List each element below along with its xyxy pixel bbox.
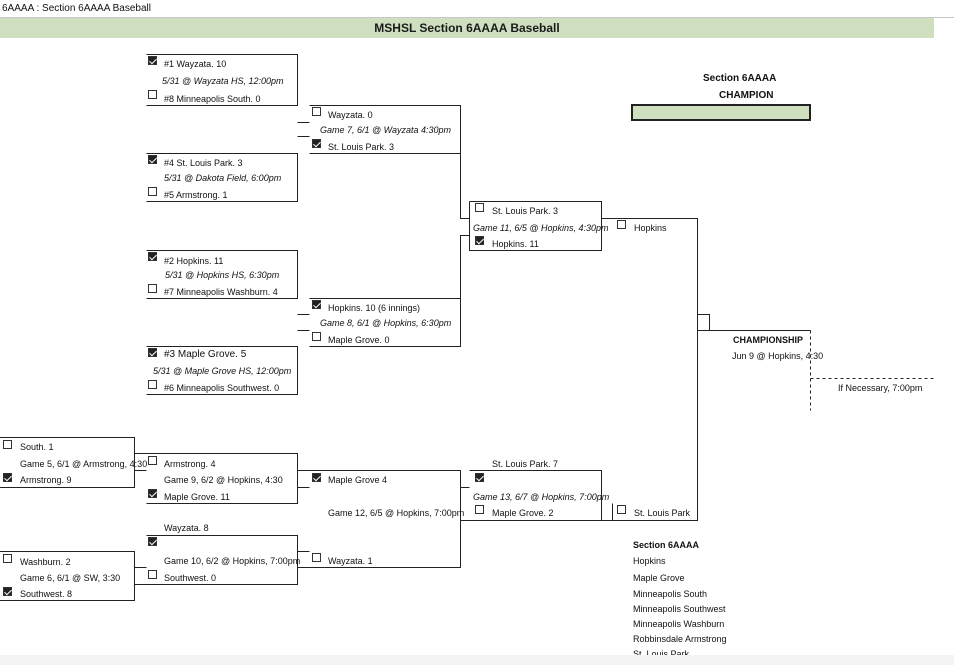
checkbox-winner[interactable] [148,187,157,196]
checkbox-winner[interactable] [312,139,321,148]
game-info: Game 11, 6/5 @ Hopkins, 4:30pm [473,223,609,233]
game-info: Game 9, 6/2 @ Hopkins, 4:30 [164,475,283,485]
game-info: Game 8, 6/1 @ Hopkins, 6:30pm [320,318,452,328]
game-info: 5/31 @ Hopkins HS, 6:30pm [165,270,280,280]
team-slot: #3 Maple Grove. 5 [164,349,247,360]
team-slot: #1 Wayzata. 10 [164,59,227,69]
checkbox-winner[interactable] [148,90,157,99]
team-list-item: St. Louis Park [633,649,690,659]
team-slot: Southwest. 0 [164,573,217,583]
checkbox-winner[interactable] [148,284,157,293]
checkbox-winner[interactable] [148,456,157,465]
team-list-item: Minneapolis Southwest [633,604,726,614]
team-slot: #5 Armstrong. 1 [164,190,228,200]
checkbox-winner[interactable] [148,380,157,389]
checkbox-winner[interactable] [475,236,484,245]
checkbox-winner[interactable] [312,473,321,482]
team-list-item: Robbinsdale Armstrong [633,634,727,644]
team-list-item: Hopkins [633,556,666,566]
team-slot: Armstrong. 9 [20,475,72,485]
checkbox-winner[interactable] [312,300,321,309]
checkbox-winner[interactable] [148,252,157,261]
team-slot: Armstrong. 4 [164,459,216,469]
team-slot: #8 Minneapolis South. 0 [164,94,261,104]
game-info: Game 7, 6/1 @ Wayzata 4:30pm [320,125,452,135]
divider [0,17,954,18]
checkbox-winner[interactable] [475,203,484,212]
team-slot: Hopkins. 10 (6 innings) [328,303,421,313]
team-slot: #7 Minneapolis Washburn. 4 [164,287,278,297]
if-necessary-info: If Necessary, 7:00pm [838,383,923,393]
team-slot: Maple Grove. 11 [164,492,230,502]
team-slot: Maple Grove. 0 [328,335,390,345]
game-info: 5/31 @ Maple Grove HS, 12:00pm [153,366,292,376]
game-info: Game 12, 6/5 @ Hopkins, 7:00pm [328,508,465,518]
checkbox-winner[interactable] [475,473,484,482]
team-slot: #2 Hopkins. 11 [164,256,224,266]
team-slot: Southwest. 8 [20,589,73,599]
checkbox-winner[interactable] [148,155,157,164]
team-slot: St. Louis Park. 3 [328,142,395,152]
team-list-item: Minneapolis Washburn [633,619,725,629]
checkbox-winner[interactable] [3,554,12,563]
checkbox-winner[interactable] [312,553,321,562]
checkbox-winner[interactable] [3,473,12,482]
page-title: MSHSL Section 6AAAA Baseball [0,18,934,38]
checkbox-winner[interactable] [3,587,12,596]
game-info: 5/31 @ Wayzata HS, 12:00pm [162,76,284,86]
checkbox-winner[interactable] [312,107,321,116]
team-slot: #6 Minneapolis Southwest. 0 [164,383,280,393]
team-slot: South. 1 [20,442,54,452]
team-slot: Hopkins. 11 [492,239,539,249]
champion-heading: Section 6AAAA [703,73,777,84]
team-slot: Wayzata. 8 [164,523,209,533]
team-slot: St. Louis Park. 7 [492,459,559,469]
checkbox-winner[interactable] [148,489,157,498]
team-slot: Wayzata. 0 [328,110,373,120]
game-info: Game 13, 6/7 @ Hopkins, 7:00pm [473,492,610,502]
team-slot: Washburn. 2 [20,557,71,567]
checkbox-winner[interactable] [617,505,626,514]
team-slot: St. Louis Park. 3 [492,206,559,216]
teams-heading: Section 6AAAA [633,540,700,550]
final-team-upper: Hopkins [634,223,667,233]
footer-strip [0,655,954,665]
checkbox-winner[interactable] [3,440,12,449]
championship-title: CHAMPIONSHIP [733,335,804,345]
championship-info: Jun 9 @ Hopkins, 4:30 [732,351,824,361]
checkbox-winner[interactable] [312,332,321,341]
checkbox-winner[interactable] [148,348,157,357]
checkbox-winner[interactable] [617,220,626,229]
checkbox-winner[interactable] [148,537,157,546]
champion-box [631,104,811,121]
game-info: 5/31 @ Dakota Field, 6:00pm [164,173,282,183]
team-slot: Wayzata. 1 [328,556,373,566]
team-slot: Maple Grove 4 [328,475,388,485]
game-info: Game 10, 6/2 @ Hopkins, 7:00pm [164,556,301,566]
window-title: 6AAAA : Section 6AAAA Baseball [2,3,151,14]
game-info: Game 5, 6/1 @ Armstrong, 4:30 [20,459,148,469]
final-team-lower: St. Louis Park [634,508,691,518]
game-info: Game 6, 6/1 @ SW, 3:30 [20,573,121,583]
checkbox-winner[interactable] [475,505,484,514]
checkbox-winner[interactable] [148,570,157,579]
team-slot: Maple Grove. 2 [492,508,554,518]
team-list-item: Minneapolis South [633,589,708,599]
team-list-item: Maple Grove [633,573,685,583]
team-slot: #4 St. Louis Park. 3 [164,158,243,168]
champion-heading: CHAMPION [719,90,774,101]
checkbox-winner[interactable] [148,56,157,65]
